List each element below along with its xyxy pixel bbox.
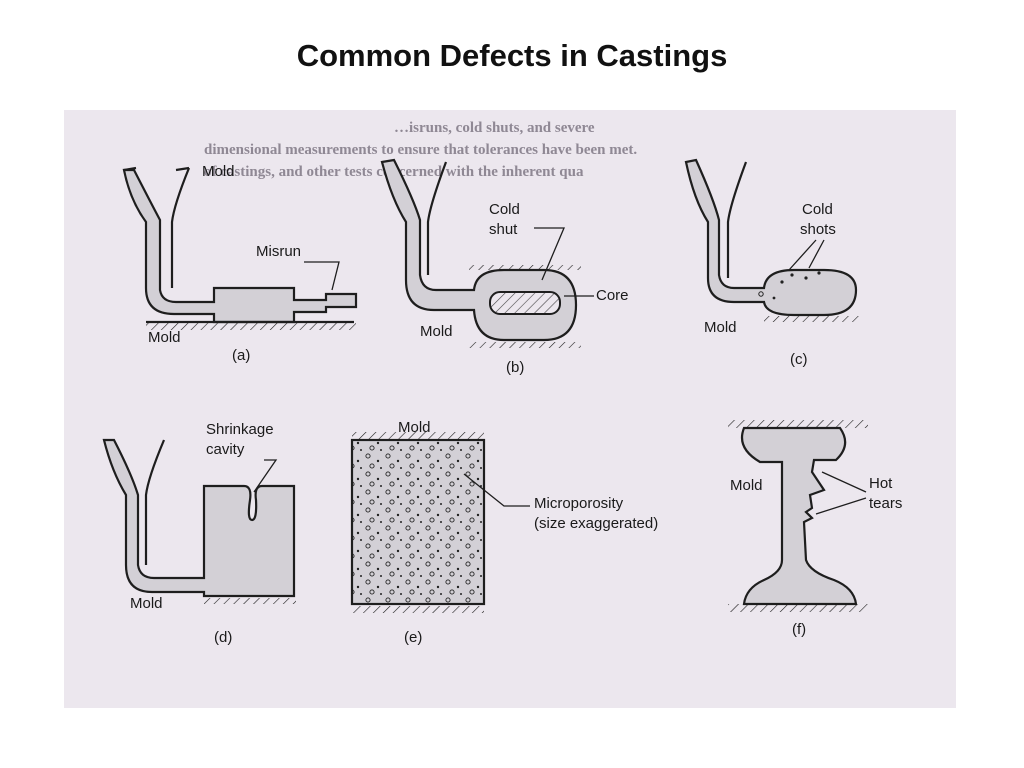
panel-f-caption: (f) <box>792 621 806 638</box>
panel-b-mold-hatch-bottom <box>469 342 581 348</box>
panel-d-defect-label-1: Shrinkage <box>206 421 274 438</box>
panel-c-leader-1 <box>788 239 817 271</box>
slide-title: Common Defects in Castings <box>296 38 728 73</box>
panel-c-sprue-wall <box>726 161 748 278</box>
panel-f-defect-label-1: Hot <box>869 475 893 492</box>
panel-e-mold-hatch-top <box>352 432 484 439</box>
panel-a-caption: (a) <box>232 347 250 364</box>
panel-e-metal-block <box>350 438 486 606</box>
panel-a-sprue-wall <box>170 167 191 288</box>
panel-b-leader-shut <box>534 227 565 281</box>
panel-f-mold-hatch-top <box>728 420 868 428</box>
panel-d-defect-label-2: cavity <box>206 441 245 458</box>
panel-f-mold-hatch-bottom <box>728 604 868 612</box>
panel-b-core-hatch <box>490 292 560 314</box>
panel-c-metal <box>684 158 858 317</box>
panel-e-caption: (e) <box>404 629 422 646</box>
panel-f-mold-label: Mold <box>730 477 763 494</box>
panel-f-defect-label-2: tears <box>869 495 902 512</box>
panel-c-defect-label-2: shots <box>800 221 836 238</box>
panel-a-misrun: Mold Mold Misrun (a) <box>122 163 358 364</box>
scan-background-text: …isruns, cold shuts, and severe dimensio… <box>204 120 637 180</box>
panel-f-metal <box>740 426 858 606</box>
panel-c-mold-hatch <box>764 316 859 322</box>
panel-c-mold-label: Mold <box>704 319 737 336</box>
panel-c-cold-shots: Cold shots Mold (c) <box>684 158 859 368</box>
panel-e-defect-label-2: (size exaggerated) <box>534 515 658 532</box>
panel-a-sprue-rim <box>123 166 137 172</box>
panel-c-caption: (c) <box>790 351 808 368</box>
panel-a-metal <box>122 168 358 324</box>
casting-defects-figure: …isruns, cold shuts, and severe dimensio… <box>64 110 956 708</box>
panel-b-defect-label-1: Cold <box>489 201 520 218</box>
panel-b-core-label: Core <box>596 287 629 304</box>
panel-b-mold-hatch-top <box>469 265 581 270</box>
panel-a-sprue-rim-right <box>175 166 190 172</box>
panel-e-defect-label-1: Microporosity <box>534 495 624 512</box>
panel-b-mold-label: Mold <box>420 323 453 340</box>
panel-a-mold-label-bottom: Mold <box>148 329 181 346</box>
panel-d-mold-hatch <box>204 598 296 604</box>
panel-e-mold-hatch-bottom <box>352 606 484 613</box>
panel-d-sprue-wall <box>144 439 166 565</box>
ghost-line-2: dimensional measurements to ensure that … <box>204 142 637 158</box>
panel-c-leader-2 <box>808 239 825 269</box>
panel-e-leader <box>463 473 530 507</box>
ghost-line-1: …isruns, cold shuts, and severe <box>394 120 595 136</box>
panel-d-metal <box>102 438 296 598</box>
panel-a-mold-label-top: Mold <box>202 163 235 180</box>
panel-f-leader-2 <box>815 497 867 515</box>
defects-diagram: …isruns, cold shuts, and severe dimensio… <box>102 120 902 646</box>
panel-b-cold-shut: Cold shut Core Mold (b) <box>380 158 629 376</box>
panel-f-leader-1 <box>821 471 867 493</box>
panel-c-shot-dots <box>758 271 821 300</box>
panel-e-mold-label: Mold <box>398 419 431 436</box>
panel-e-microporosity: Mold Microporosity (size exaggerated) (e… <box>350 419 658 646</box>
panel-b-defect-label-2: shut <box>489 221 518 238</box>
panel-d-shrinkage: Shrinkage cavity Mold (d) <box>102 421 296 646</box>
panel-b-sprue-wall <box>426 161 448 275</box>
panel-b-caption: (b) <box>506 359 524 376</box>
panel-d-mold-label: Mold <box>130 595 163 612</box>
panel-a-mold-hatch <box>146 322 356 330</box>
panel-d-leader <box>253 459 278 493</box>
panel-a-defect-label: Misrun <box>256 243 301 260</box>
panel-a-leader <box>304 261 340 291</box>
panel-c-defect-label-1: Cold <box>802 201 833 218</box>
panel-d-caption: (d) <box>214 629 232 646</box>
panel-f-hot-tears: Mold Hot tears (f) <box>728 420 902 638</box>
